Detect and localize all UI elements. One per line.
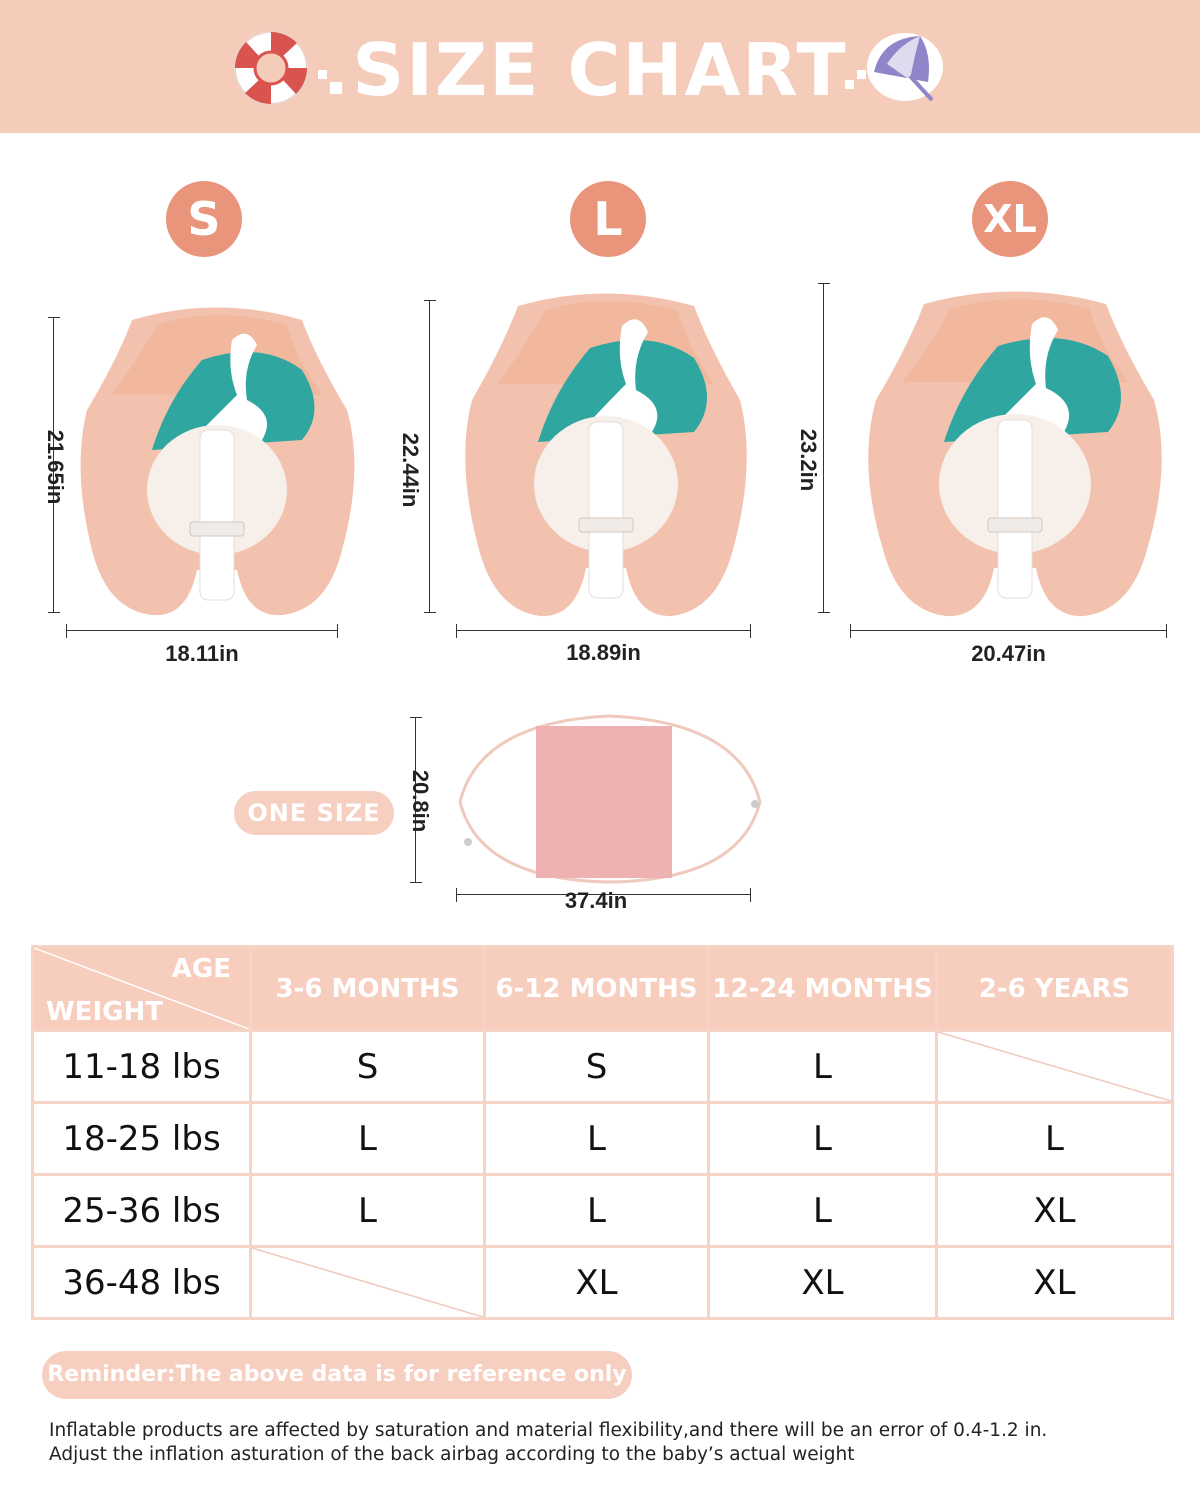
size-badge-xl: XL bbox=[972, 181, 1048, 257]
size-cell: S bbox=[249, 1029, 486, 1104]
header-banner: SIZE CHART bbox=[0, 0, 1200, 133]
size-table: AGE WEIGHT 3-6 MONTHS 6-12 MONTHS 12-24 … bbox=[31, 945, 1174, 1320]
one-size-badge: ONE SIZE bbox=[234, 791, 394, 835]
size-cell: S bbox=[483, 1029, 710, 1104]
size-badge-l: L bbox=[570, 181, 646, 257]
width-label-l: 18.89in bbox=[566, 640, 641, 665]
height-label-s: 21.65in bbox=[43, 429, 68, 505]
size-cell: L bbox=[483, 1173, 710, 1248]
page-title: SIZE CHART bbox=[352, 28, 848, 112]
note-line-2: Adjust the inflation asturation of the b… bbox=[49, 1444, 855, 1465]
size-cell: L bbox=[483, 1101, 710, 1176]
empty-cell-diagonal bbox=[252, 1248, 483, 1317]
column-header: 6-12 MONTHS bbox=[483, 945, 710, 1032]
height-label-canopy: 20.8in bbox=[408, 769, 433, 833]
table-row: 25-36 lbs L L L XL bbox=[31, 1173, 1174, 1248]
width-dimension-line-xl bbox=[850, 624, 1167, 638]
column-header: 12-24 MONTHS bbox=[707, 945, 938, 1032]
size-cell: L bbox=[707, 1101, 938, 1176]
size-cell: XL bbox=[935, 1173, 1174, 1248]
canopy-product-image bbox=[458, 714, 762, 884]
lifebuoy-icon bbox=[234, 31, 308, 105]
weight-cell: 11-18 lbs bbox=[31, 1029, 252, 1104]
column-header: 2-6 YEARS bbox=[935, 945, 1174, 1032]
empty-size-cell bbox=[249, 1245, 486, 1320]
weight-header: WEIGHT bbox=[46, 997, 163, 1027]
size-cell: L bbox=[707, 1173, 938, 1248]
note-line-1: Inflatable products are affected by satu… bbox=[49, 1420, 1048, 1441]
empty-size-cell bbox=[935, 1029, 1174, 1104]
size-cell: L bbox=[707, 1029, 938, 1104]
width-dimension-line-s bbox=[66, 624, 338, 638]
reminder-badge: Reminder:The above data is for reference… bbox=[42, 1351, 632, 1399]
float-product-image-xl bbox=[868, 291, 1162, 617]
height-dimension-line-xl bbox=[818, 283, 830, 613]
width-label-canopy: 37.4in bbox=[564, 888, 628, 913]
beach-umbrella-icon bbox=[867, 33, 943, 102]
width-label-xl: 20.47in bbox=[971, 641, 1046, 666]
table-corner-header: AGE WEIGHT bbox=[31, 945, 252, 1032]
height-dimension-line-l bbox=[424, 300, 436, 613]
table-row: 18-25 lbs L L L L bbox=[31, 1101, 1174, 1176]
empty-cell-diagonal bbox=[938, 1032, 1171, 1101]
width-label-s: 18.11in bbox=[165, 641, 239, 666]
weight-cell: 18-25 lbs bbox=[31, 1101, 252, 1176]
table-row: 36-48 lbs XL XL XL bbox=[31, 1245, 1174, 1320]
size-cell: XL bbox=[707, 1245, 938, 1320]
float-product-image-l bbox=[465, 293, 747, 617]
height-label-xl: 23.2in bbox=[796, 428, 821, 492]
pixel-decoration-left bbox=[318, 70, 342, 94]
table-row: 11-18 lbs S S L bbox=[31, 1029, 1174, 1104]
weight-cell: 25-36 lbs bbox=[31, 1173, 252, 1248]
table-header-row: AGE WEIGHT 3-6 MONTHS 6-12 MONTHS 12-24 … bbox=[31, 945, 1174, 1032]
corner-diagonal-line bbox=[34, 948, 249, 1029]
width-dimension-line-l bbox=[456, 624, 751, 638]
height-dimension-line-s bbox=[48, 317, 60, 613]
height-label-l: 22.44in bbox=[398, 432, 423, 508]
float-product-image-s bbox=[80, 307, 355, 616]
pixel-decoration-right bbox=[845, 70, 866, 89]
size-cell: XL bbox=[935, 1245, 1174, 1320]
size-cell: XL bbox=[483, 1245, 710, 1320]
size-cell: L bbox=[935, 1101, 1174, 1176]
column-header: 3-6 MONTHS bbox=[249, 945, 486, 1032]
age-header: AGE bbox=[171, 954, 231, 984]
size-cell: L bbox=[249, 1101, 486, 1176]
height-dimension-line-canopy bbox=[410, 717, 422, 883]
width-dimension-line-canopy bbox=[456, 888, 751, 902]
size-cell: L bbox=[249, 1173, 486, 1248]
weight-cell: 36-48 lbs bbox=[31, 1245, 252, 1320]
size-badge-s: S bbox=[166, 181, 242, 257]
